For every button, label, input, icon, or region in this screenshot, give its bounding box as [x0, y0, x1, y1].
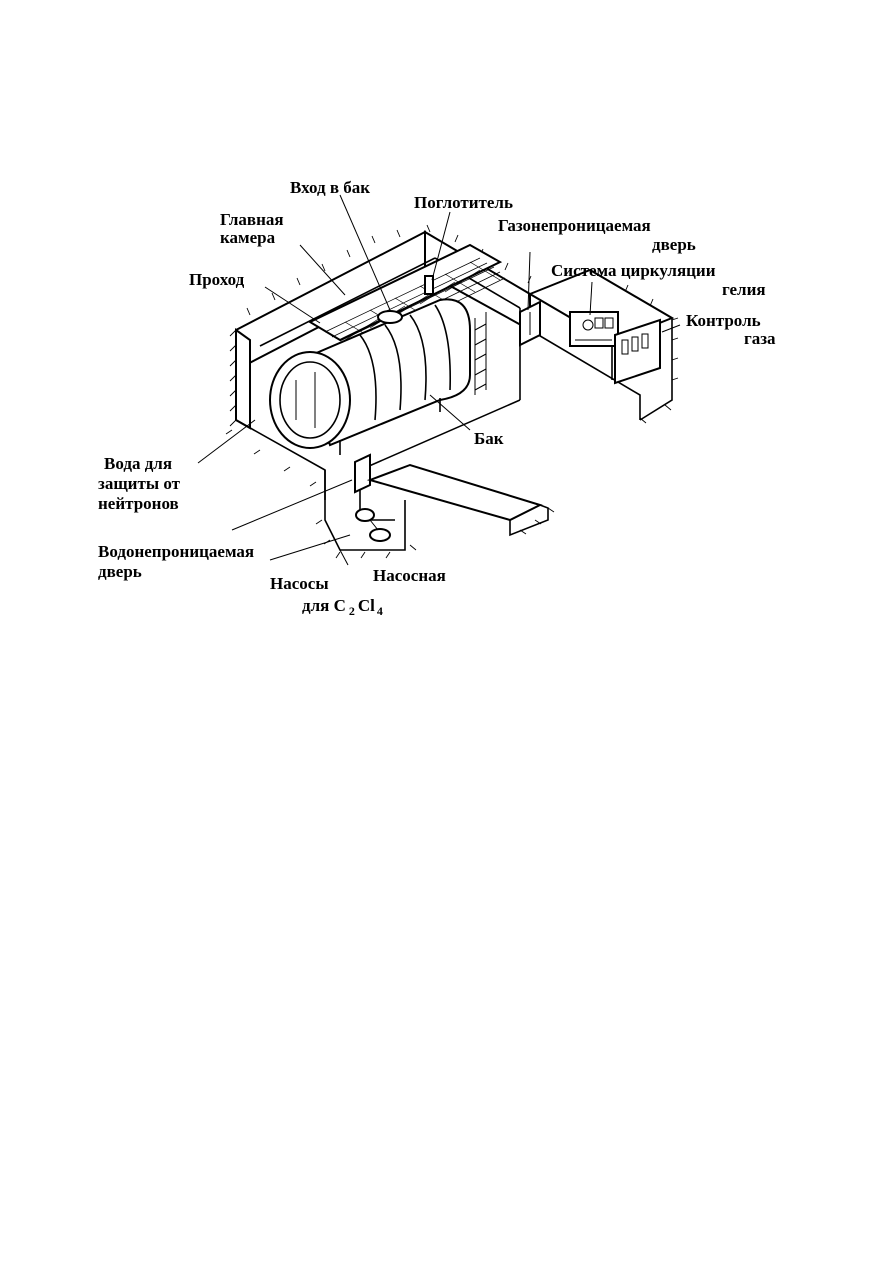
label-water-line2: защиты от [98, 474, 181, 493]
tank [269, 275, 471, 455]
label-main-chamber-line1: Главная [220, 210, 284, 229]
label-tank: Бак [474, 429, 504, 448]
label-pumps-line1: Насосы [270, 574, 329, 593]
label-absorber: Поглотитель [414, 193, 513, 212]
label-pumps-sub-2: 2 [349, 604, 355, 618]
label-gas-control-line2: газа [744, 329, 776, 348]
label-helium-system-line2: гелия [722, 280, 766, 299]
helium-annex [519, 268, 675, 421]
label-passage: Проход [189, 270, 245, 289]
labels: Вход в бак Поглотитель Главная камера Га… [98, 178, 776, 618]
label-pumps-cl: Cl [358, 596, 375, 615]
label-gastight-door-line2: дверь [652, 235, 696, 254]
label-water-line3: нейтронов [98, 494, 179, 513]
label-watertight-door-line1: Водонепроницаемая [98, 542, 254, 561]
label-pumps-sub-4: 4 [377, 604, 383, 618]
label-tank-entrance: Вход в бак [290, 178, 370, 197]
label-pumps-prefix: для C [302, 596, 346, 615]
label-main-chamber-line2: камера [220, 228, 276, 247]
label-water-line1: Вода для [104, 454, 172, 473]
pump-room [324, 453, 549, 551]
label-watertight-door-line2: дверь [98, 562, 142, 581]
label-gastight-door-line1: Газонепроницаемая [498, 216, 651, 235]
label-pump-room: Насосная [373, 566, 446, 585]
label-gas-control-line1: Контроль [686, 311, 761, 330]
leader-lines [197, 194, 681, 566]
label-helium-system-line1: Система циркуляции [551, 261, 716, 280]
